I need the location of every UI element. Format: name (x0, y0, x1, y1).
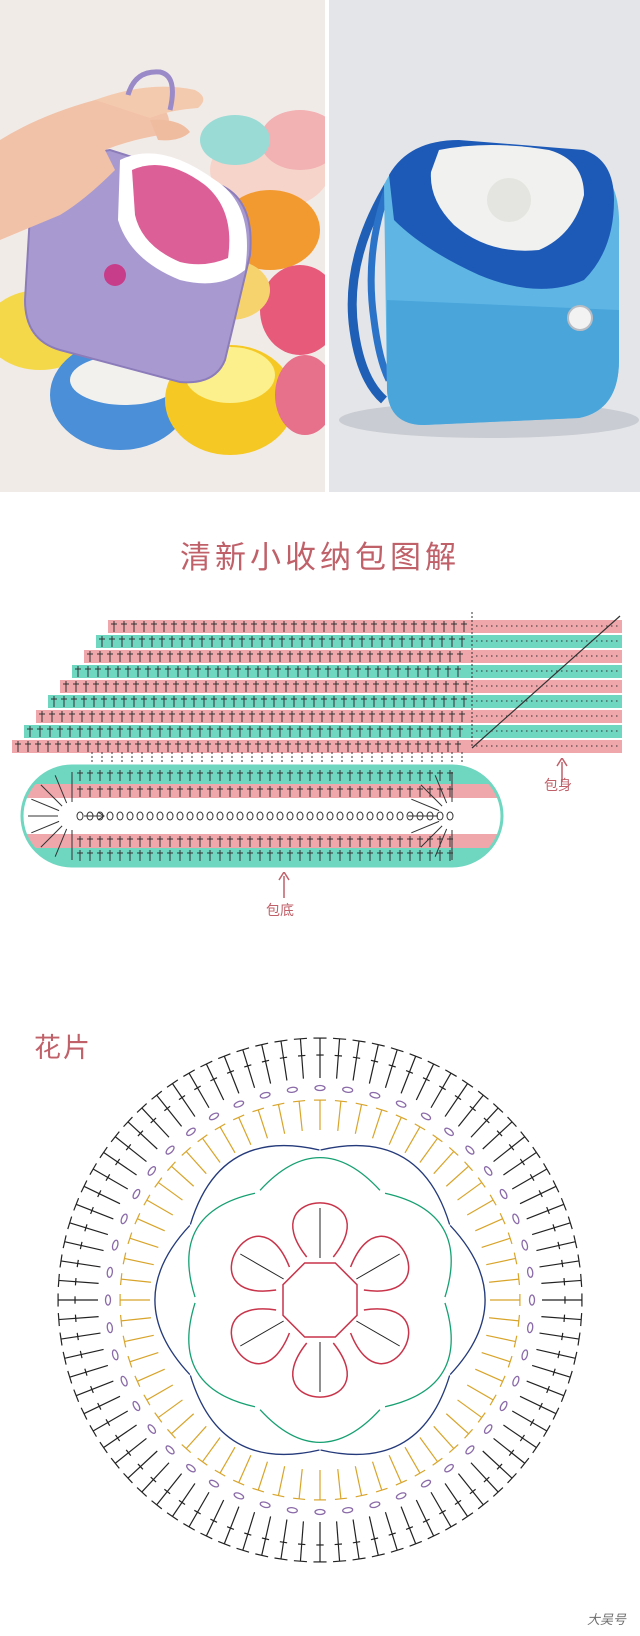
petal (230, 1308, 291, 1365)
body-row (72, 665, 622, 678)
motif-center-ring (282, 1262, 358, 1338)
petal (292, 1202, 348, 1258)
body-row (84, 650, 622, 663)
body-row (48, 695, 622, 708)
base-arrow-icon (278, 872, 290, 898)
motif-red-petals (230, 1202, 410, 1398)
body-row (36, 710, 622, 723)
motif-outer-round (57, 1037, 583, 1563)
bag-base-chart (20, 764, 504, 868)
motif-label: 花片 (34, 1033, 92, 1064)
body-row (60, 680, 622, 693)
motif-gold-round (119, 1099, 521, 1501)
product-photos (0, 0, 640, 492)
petal (292, 1342, 348, 1398)
flower-motif-chart (57, 1037, 583, 1563)
photo-blue-pouch (329, 0, 640, 492)
body-stitches (15, 621, 618, 762)
motif-purple-round (104, 1084, 536, 1516)
body-label: 包身 (544, 778, 572, 794)
base-label: 包底 (266, 903, 294, 919)
start-arrow-icon (84, 811, 105, 821)
watermark-logo: 大吴号 (586, 1613, 626, 1628)
body-arrow-icon (556, 758, 568, 782)
petal (349, 1308, 410, 1365)
motif-green-round (188, 1157, 452, 1443)
photo-divider (325, 0, 329, 492)
petal (230, 1235, 291, 1292)
motif-navy-round (154, 1144, 486, 1456)
chart-title: 清新小收纳包图解 (180, 540, 460, 576)
body-row (12, 740, 622, 753)
photo-hand-purple-pouch (0, 0, 325, 492)
body-row (96, 635, 622, 648)
petal (349, 1235, 410, 1292)
body-row (108, 620, 622, 633)
bag-body-chart (12, 612, 622, 762)
body-rows (12, 620, 622, 753)
